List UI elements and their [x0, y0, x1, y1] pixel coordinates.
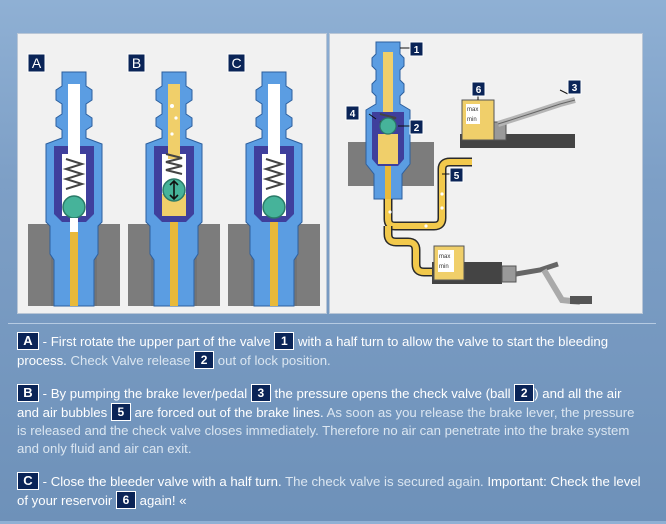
step-b-text-3: ) and all the air and air bubbles [17, 386, 622, 420]
instructions: A - First rotate the upper part of the v… [17, 332, 647, 524]
svg-text:A: A [32, 55, 42, 71]
svg-text:min: min [467, 117, 477, 123]
step-c-badge-1: 6 [115, 491, 136, 509]
svg-text:max: max [439, 254, 450, 260]
step-a-text-1: - First rotate the upper part of the val… [39, 334, 275, 349]
svg-text:4: 4 [350, 109, 356, 120]
svg-text:2: 2 [414, 123, 420, 134]
step-a-badge-1: 1 [274, 332, 295, 350]
step-a-letter-badge: A [17, 332, 39, 350]
step-c-text-2: The check valve is secured again. [281, 474, 484, 489]
step-a-badge-2: 2 [194, 351, 215, 369]
step-b-text-4: are forced out of the brake lines. [130, 405, 324, 420]
step-b-text-5: As soon as you release the brake lever, … [17, 405, 635, 456]
svg-text:6: 6 [476, 85, 482, 96]
step-b-letter-badge: B [17, 384, 39, 402]
step-b: B - By pumping the brake lever/pedal 3 t… [17, 384, 647, 458]
valve-stages-panel: A B C [17, 33, 327, 314]
label-a: A [27, 53, 46, 73]
valve-b-cross-section [127, 71, 221, 307]
step-a-text-4: out of lock position. [214, 353, 331, 368]
svg-text:5: 5 [454, 171, 460, 182]
step-c-text-1: - Close the bleeder valve with a half tu… [39, 474, 282, 489]
label-c: C [227, 53, 246, 73]
section-divider [8, 323, 656, 324]
svg-text:B: B [132, 55, 141, 71]
step-a: A - First rotate the upper part of the v… [17, 332, 647, 370]
step-c-letter-badge: C [17, 472, 39, 490]
step-a-text-2: with a half turn to allow the valve to s… [17, 334, 609, 368]
callout-4: 4 [345, 105, 360, 121]
step-c-text-4: again! « [135, 493, 187, 508]
step-b-badge-3: 5 [110, 403, 131, 421]
bleeder-valve [348, 41, 434, 201]
pedal-reservoir: max min [432, 245, 592, 305]
step-b-text-2: the pressure opens the check valve (ball [270, 386, 515, 401]
step-b-badge-2: 2 [514, 384, 535, 402]
callout-3: 3 [567, 79, 582, 95]
svg-text:max: max [467, 107, 478, 113]
brake-system-diagram: max min max min [345, 41, 592, 305]
svg-text:min: min [439, 264, 449, 270]
step-a-text-3: Check Valve release [66, 353, 195, 368]
valve-stages-diagram: A B C [27, 53, 321, 307]
callout-5: 5 [449, 167, 464, 183]
callout-6: 6 [471, 81, 486, 97]
valve-c-cross-section [227, 71, 321, 307]
step-b-badge-1: 3 [250, 384, 271, 402]
callout-lines [368, 47, 569, 175]
step-c-text-3: Important: Check the level of your reser… [17, 474, 641, 508]
svg-text:3: 3 [572, 83, 578, 94]
brake-system-panel: max min max min [329, 33, 643, 314]
handlebar-reservoir: max min [460, 97, 576, 148]
callout-1: 1 [409, 41, 424, 57]
svg-text:1: 1 [414, 45, 420, 56]
step-c: C - Close the bleeder valve with a half … [17, 472, 647, 510]
label-b: B [127, 53, 146, 73]
svg-text:C: C [231, 55, 241, 71]
step-b-text-1: - By pumping the brake lever/pedal [39, 386, 251, 401]
callout-2: 2 [409, 119, 424, 135]
valve-a-cross-section [27, 71, 121, 307]
